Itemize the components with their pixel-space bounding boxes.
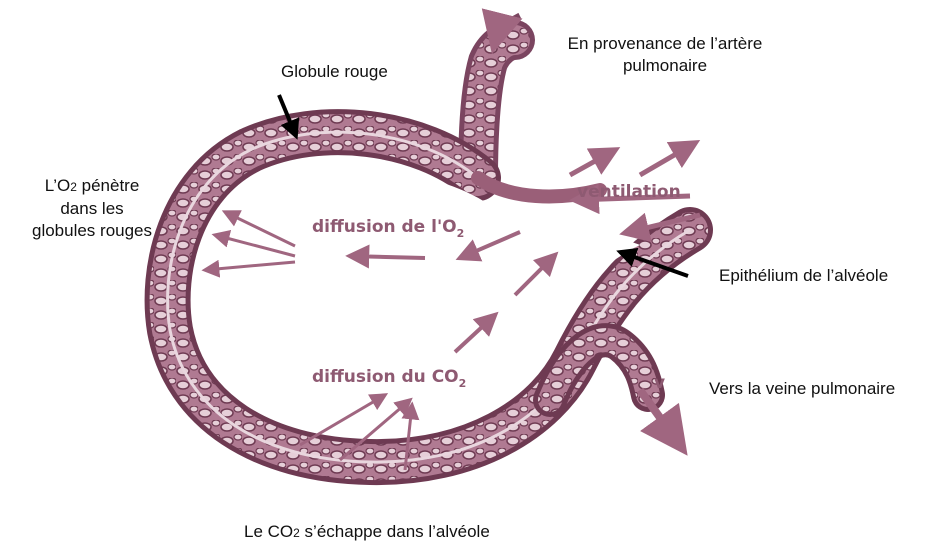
o2-diffusion-label: diffusion de l'O2 xyxy=(312,217,464,240)
o2-arrow-1 xyxy=(350,256,425,258)
globule-rouge-label: Globule rouge xyxy=(281,61,388,83)
vein-v-mark: v xyxy=(654,373,665,393)
ventilation-arrow-2 xyxy=(640,143,695,175)
vein-destination-label: Vers la veine pulmonaire xyxy=(709,378,895,400)
ventilation-arrow-1 xyxy=(570,150,615,175)
ventilation-label: ventilation xyxy=(577,182,681,202)
co2-diffusion-label: diffusion du CO2 xyxy=(312,367,466,390)
artery-source-label: En provenance de l’artère pulmonaire xyxy=(552,33,778,77)
o2-entry-label: L’O2 pénètre dans les globules rouges xyxy=(12,175,172,242)
epithelium-label: Epithélium de l’alvéole xyxy=(719,265,888,287)
co2-exit-label: Le CO2 s’échappe dans l’alvéole xyxy=(244,521,490,544)
